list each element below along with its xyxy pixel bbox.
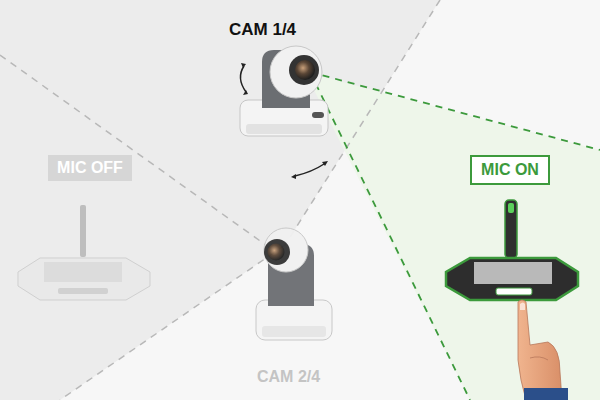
pressing-hand [518, 300, 568, 400]
camera-label: CAM 2/4 [257, 368, 320, 386]
camera-label: CAM 1/4 [229, 20, 296, 40]
view-line [310, 72, 470, 400]
status-badge: MIC OFF [48, 155, 132, 181]
conference-microphone [18, 205, 150, 300]
status-text: MIC ON [481, 161, 539, 179]
view-line [310, 72, 600, 150]
ptz-camera [256, 228, 332, 340]
green-field [305, 72, 600, 400]
ptz-camera [240, 46, 328, 179]
status-text: MIC OFF [57, 159, 123, 177]
conference-microphone [446, 200, 578, 300]
status-badge: MIC ON [470, 155, 550, 185]
view-line [0, 55, 270, 248]
